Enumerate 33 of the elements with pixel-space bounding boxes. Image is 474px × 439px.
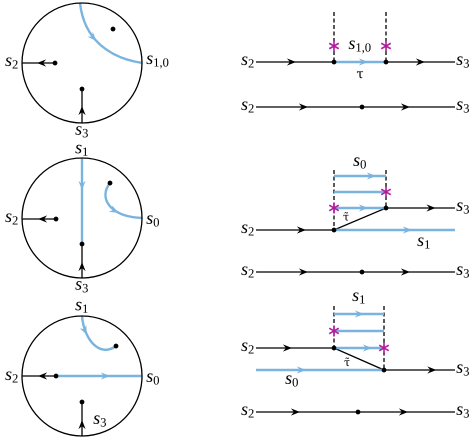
endpoint-label: s$_{2}$ [241,406,254,418]
point-label: s$_{3}$ [75,126,88,138]
math-label: s$_{1,0}$ [348,40,371,54]
endpoint-label: s$_{2}$ [241,224,254,236]
circle [21,157,143,279]
endpoint-label: s$_{3}$ [456,202,469,214]
point-label: s$_{2}$ [5,57,18,68]
endpoint-label: s$_{3}$ [456,364,469,376]
endpoint-label: s$_{2}$ [241,101,254,112]
math-label: s$_{0}$ [285,375,298,387]
math-label: τ [356,71,364,78]
point-label: s$_{3}$ [93,415,106,427]
math-label: s$_{1}$ [417,237,430,248]
endpoint-label: s$_{3}$ [456,266,469,278]
endpoint-label: s$_{3}$ [456,56,469,68]
math-label: s$_{0}$ [353,157,366,169]
point-label: s$_{0}$ [146,215,159,227]
endpoint-label: s$_{2}$ [241,56,254,68]
point-label: s$_{1}$ [75,144,88,156]
point-label: s$_{2}$ [5,371,18,382]
circle [21,2,143,124]
math-label: τ̃ [344,358,350,366]
math-label: τ̃ [343,212,349,221]
endpoint-label: s$_{2}$ [241,266,254,278]
point-label: s$_{3}$ [75,281,88,292]
endpoint-label: s$_{2}$ [241,342,254,354]
point-label: s$_{2}$ [5,213,18,224]
point-label: s$_{1,0}$ [146,56,168,68]
math-label: s$_{1}$ [352,292,365,304]
point-label: s$_{0}$ [146,373,159,385]
point-label: s$_{1}$ [75,302,88,313]
endpoint-label: s$_{3}$ [456,406,469,418]
endpoint-label: s$_{3}$ [456,101,469,113]
